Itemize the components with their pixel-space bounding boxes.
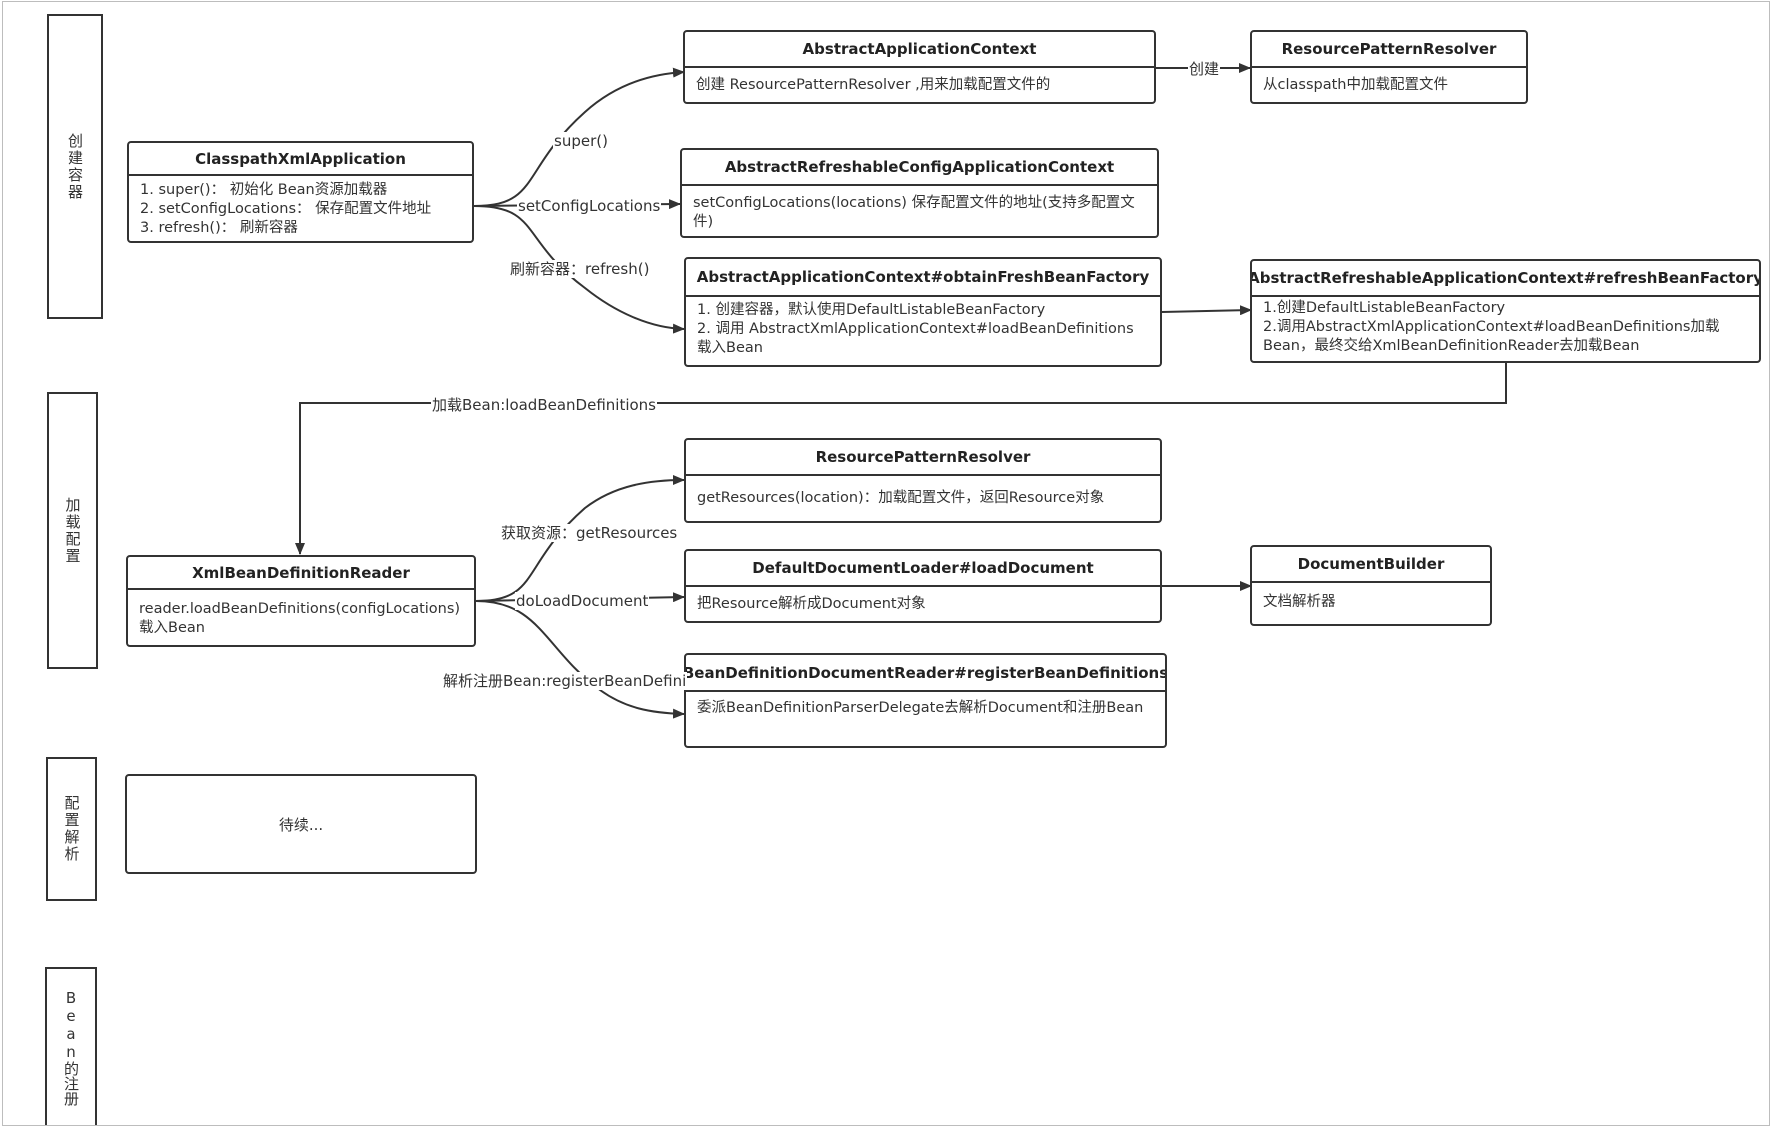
box-body: reader.loadBeanDefinitions(configLocatio… — [128, 590, 474, 638]
lane-bean-register: Bean的注册 — [45, 967, 97, 1125]
box-title: AbstractApplicationContext — [685, 32, 1154, 68]
box-document-builder[interactable]: DocumentBuilder 文档解析器 — [1250, 545, 1492, 626]
edge-label-register: 解析注册Bean:registerBeanDefini — [442, 672, 688, 690]
box-line: 1. 创建容器，默认使用DefaultListableBeanFactory — [697, 302, 1046, 318]
box-to-be-continued[interactable]: 待续... — [125, 774, 477, 874]
box-obtain-fresh-bean-factory[interactable]: AbstractApplicationContext#obtainFreshBe… — [684, 257, 1162, 367]
edge-label-load-bean: 加载Bean:loadBeanDefinitions — [431, 396, 657, 414]
box-body: 把Resource解析成Document对象 — [686, 587, 1160, 614]
lane-create-container: 创建容器 — [47, 14, 103, 319]
lane-label: 加载配置 — [63, 496, 82, 565]
edge-label-do-load-document: doLoadDocument — [515, 592, 650, 610]
box-line: 文档解析器 — [1263, 594, 1336, 610]
box-line: getResources(location)：加载配置文件，返回Resource… — [697, 490, 1105, 506]
box-text: 待续... — [278, 815, 324, 834]
box-line: setConfigLocations(locations) 保存配置文件的地址(… — [693, 195, 1135, 230]
box-title: ClasspathXmlApplication — [129, 143, 472, 176]
box-title: ResourcePatternResolver — [686, 440, 1160, 476]
box-body: getResources(location)：加载配置文件，返回Resource… — [686, 476, 1160, 508]
box-body: 委派BeanDefinitionParserDelegate去解析Documen… — [686, 692, 1165, 718]
box-title: DocumentBuilder — [1252, 547, 1490, 583]
box-title: XmlBeanDefinitionReader — [128, 557, 474, 590]
box-line: 创建 ResourcePatternResolver ,用来加载配置文件的 — [696, 77, 1051, 93]
box-abstract-application-context[interactable]: AbstractApplicationContext 创建 ResourcePa… — [683, 30, 1156, 104]
edge-label-create: 创建 — [1188, 60, 1221, 78]
box-body: setConfigLocations(locations) 保存配置文件的地址(… — [682, 186, 1157, 232]
box-line: 2. setConfigLocations： 保存配置文件地址 — [140, 201, 432, 217]
edge-get-resources — [475, 475, 685, 602]
box-line: 1.创建DefaultListableBeanFactory — [1263, 300, 1506, 316]
box-line: reader.loadBeanDefinitions(configLocatio… — [139, 601, 461, 636]
box-body: 创建 ResourcePatternResolver ,用来加载配置文件的 — [685, 68, 1154, 95]
box-abstract-refreshable-config-application-context[interactable]: AbstractRefreshableConfigApplicationCont… — [680, 148, 1159, 238]
box-title: BeanDefinitionDocumentReader#registerBea… — [686, 655, 1165, 692]
box-classpath-xml-application[interactable]: ClasspathXmlApplication 1. super()： 初始化 … — [127, 141, 474, 243]
box-register-bean-definitions[interactable]: BeanDefinitionDocumentReader#registerBea… — [684, 653, 1167, 748]
box-title: ResourcePatternResolver — [1252, 32, 1526, 68]
lane-config-parse: 配置解析 — [46, 757, 97, 901]
lane-load-config: 加载配置 — [47, 392, 98, 669]
box-title: AbstractApplicationContext#obtainFreshBe… — [686, 259, 1160, 297]
box-title: AbstractRefreshableConfigApplicationCont… — [682, 150, 1157, 186]
box-line: 3. refresh()： 刷新容器 — [140, 220, 298, 236]
box-line: 2.调用AbstractXmlApplicationContext#loadBe… — [1263, 319, 1720, 354]
edge-load-bean — [295, 363, 1507, 555]
lane-label: Bean的注册 — [62, 988, 80, 1106]
lane-label: 配置解析 — [62, 795, 81, 863]
lane-label: 创建容器 — [66, 132, 84, 201]
box-title: AbstractRefreshableApplicationContext#re… — [1252, 261, 1759, 297]
edge-label-set-config-locations: setConfigLocations — [517, 197, 662, 215]
box-refresh-bean-factory[interactable]: AbstractRefreshableApplicationContext#re… — [1250, 259, 1761, 363]
box-body: 1.创建DefaultListableBeanFactory 2.调用Abstr… — [1252, 297, 1759, 356]
box-line: 1. super()： 初始化 Bean资源加载器 — [140, 182, 388, 198]
edge-label-super: super() — [553, 132, 609, 150]
box-title: DefaultDocumentLoader#loadDocument — [686, 551, 1160, 587]
box-body: 从classpath中加载配置文件 — [1252, 68, 1526, 95]
box-resource-pattern-resolver-mid[interactable]: ResourcePatternResolver getResources(loc… — [684, 438, 1162, 523]
edge-register — [475, 600, 685, 719]
box-resource-pattern-resolver-top[interactable]: ResourcePatternResolver 从classpath中加载配置文… — [1250, 30, 1528, 104]
edge-obtain-to-refresh-bean-factory — [1161, 305, 1252, 316]
box-body: 文档解析器 — [1252, 583, 1490, 612]
box-line: 从classpath中加载配置文件 — [1263, 77, 1448, 93]
edge-label-get-resources: 获取资源：getResources — [500, 524, 679, 542]
box-default-document-loader[interactable]: DefaultDocumentLoader#loadDocument 把Reso… — [684, 549, 1162, 623]
edge-label-refresh: 刷新容器：refresh() — [509, 260, 651, 278]
edge-refresh — [473, 205, 685, 334]
box-line: 2. 调用 AbstractXmlApplicationContext#load… — [697, 321, 1134, 356]
box-body: 1. super()： 初始化 Bean资源加载器 2. setConfigLo… — [129, 176, 472, 238]
box-line: 把Resource解析成Document对象 — [697, 596, 926, 612]
box-body: 1. 创建容器，默认使用DefaultListableBeanFactory 2… — [686, 297, 1160, 358]
edge-super — [473, 67, 685, 207]
box-xml-bean-definition-reader[interactable]: XmlBeanDefinitionReader reader.loadBeanD… — [126, 555, 476, 647]
box-line: 委派BeanDefinitionParserDelegate去解析Documen… — [697, 700, 1144, 716]
